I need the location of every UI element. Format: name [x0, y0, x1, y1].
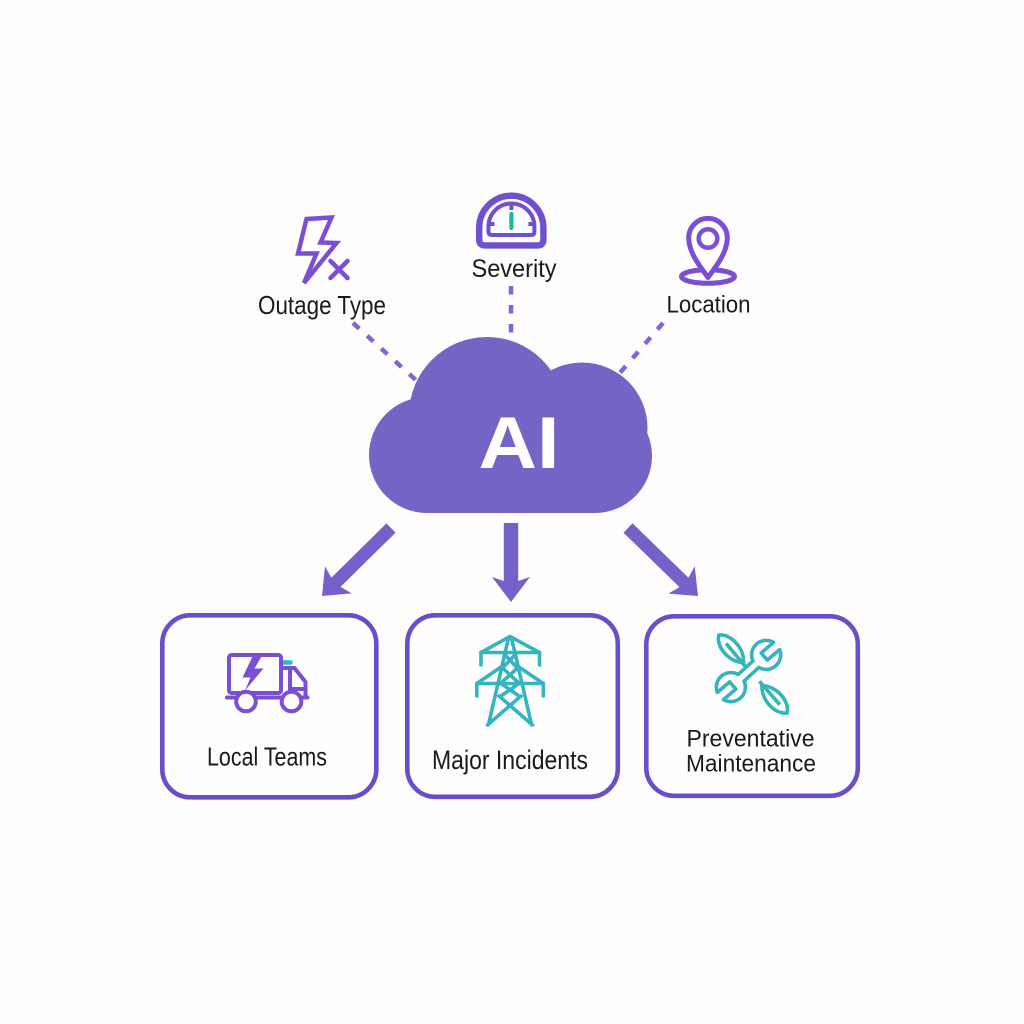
- svg-text:AI: AI: [479, 401, 560, 484]
- svg-text:Maintenance: Maintenance: [686, 751, 816, 778]
- svg-text:Location: Location: [667, 292, 751, 319]
- svg-text:Outage Type: Outage Type: [258, 290, 386, 320]
- svg-text:Severity: Severity: [472, 255, 557, 283]
- svg-text:Preventative: Preventative: [687, 726, 815, 753]
- svg-text:Local Teams: Local Teams: [207, 742, 327, 772]
- svg-text:Major Incidents: Major Incidents: [432, 745, 588, 775]
